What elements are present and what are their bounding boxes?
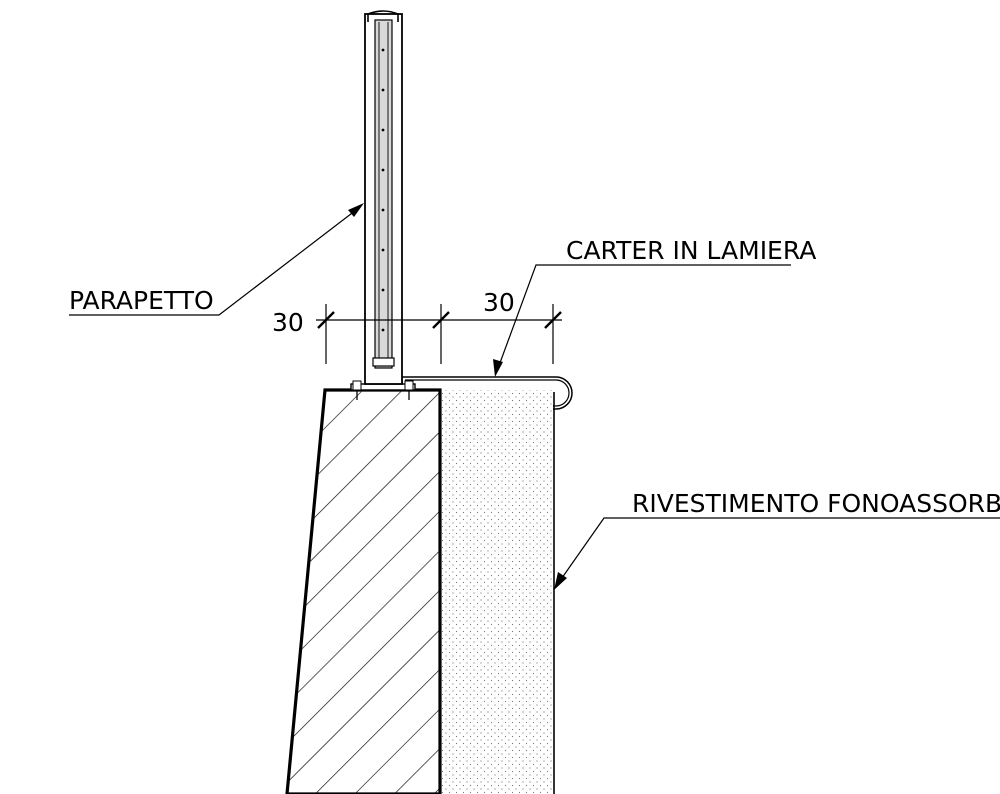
label-rivestimento: RIVESTIMENTO FONOASSORBENTE xyxy=(632,489,1000,518)
label-carter: CARTER IN LAMIERA xyxy=(566,236,816,265)
sound-absorbing-cladding xyxy=(442,390,555,794)
concrete-wall xyxy=(285,388,442,794)
label-parapetto: PARAPETTO xyxy=(69,286,214,315)
dimension-left-value: 30 xyxy=(272,308,304,337)
leader-parapetto xyxy=(69,203,364,316)
dimension-right-value: 30 xyxy=(483,288,515,317)
leader-rivestimento xyxy=(554,517,1000,590)
parapet-post xyxy=(364,10,403,385)
leader-carter xyxy=(493,264,791,377)
dimension-lines xyxy=(316,304,562,364)
